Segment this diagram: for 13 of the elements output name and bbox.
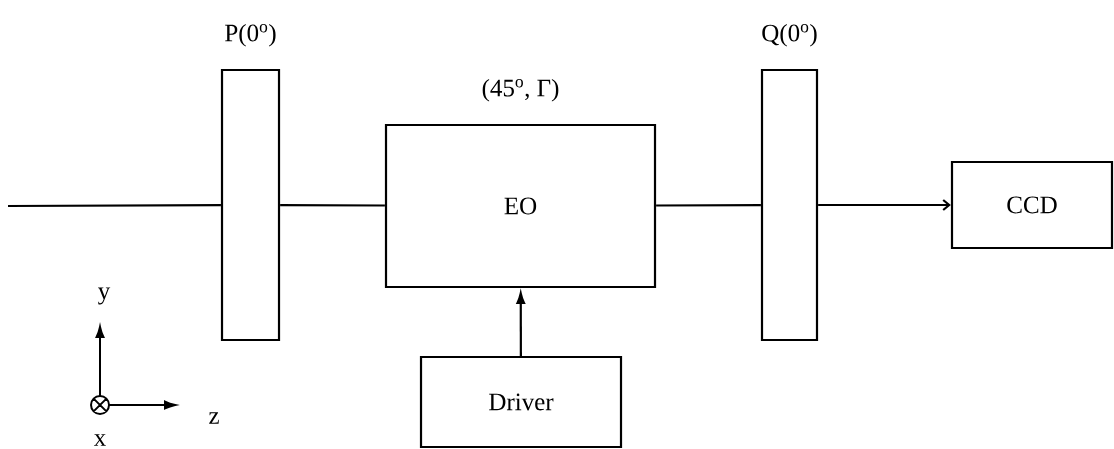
camera-box: CCD: [950, 160, 1114, 250]
beam-line: [8, 204, 221, 208]
heading-label: (45$^{o}$, Γ): [482, 78, 559, 102]
arrow: [818, 199, 951, 211]
axis-label: z: [209, 412, 219, 424]
heading-label: P(0$^{o}$): [225, 23, 276, 47]
axis-label: x: [94, 434, 106, 446]
axis-label: y: [98, 287, 111, 305]
beam-line: [656, 204, 761, 207]
driver-box: Driver: [419, 355, 623, 449]
beam-line: [280, 204, 385, 207]
heading-label: Q(0$^{o}$): [762, 23, 817, 47]
modulator-box: EO: [384, 123, 657, 289]
